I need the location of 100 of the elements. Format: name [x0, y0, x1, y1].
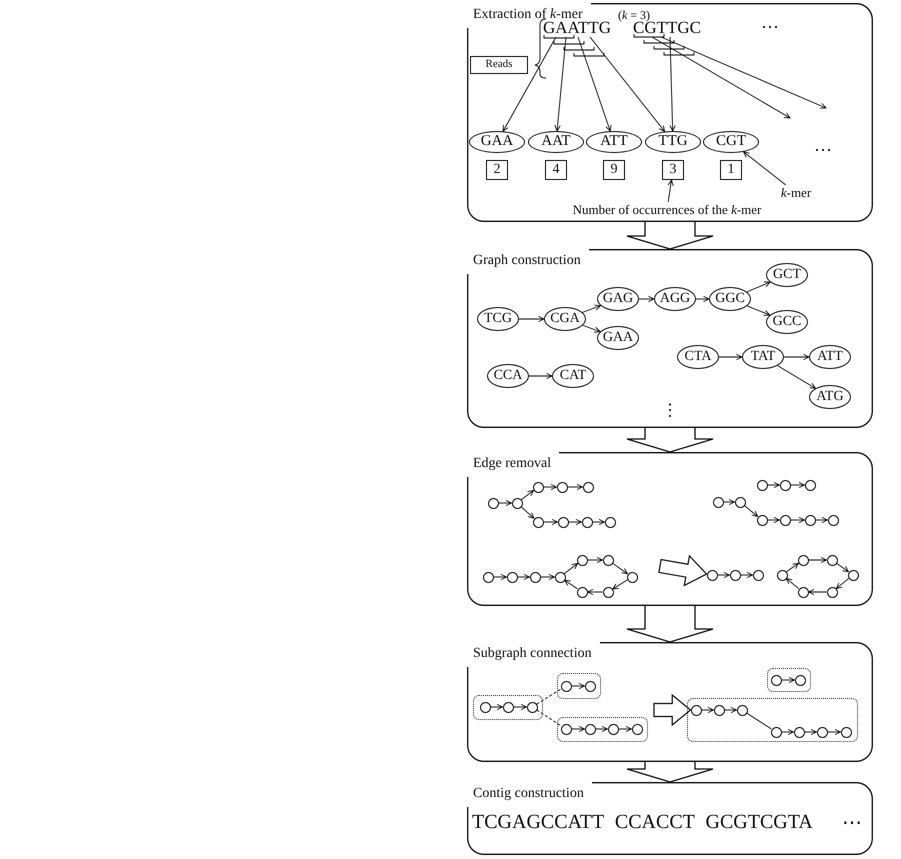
graph-node: [756, 480, 768, 490]
graph-node: [480, 702, 490, 712]
graph-node: [602, 554, 614, 566]
graph-node: [798, 554, 808, 566]
graph-node: [582, 516, 592, 528]
block-arrow: [626, 427, 714, 453]
graph-node: [794, 674, 806, 686]
kmer-node: CAT: [552, 364, 594, 388]
graph-node: [560, 680, 572, 692]
arrow: [724, 706, 737, 714]
graph-node: [804, 480, 816, 490]
kmer-node: CCA: [487, 364, 529, 388]
arrow: [701, 706, 714, 714]
step-panel: [467, 249, 873, 428]
graph-node: [584, 680, 596, 692]
arrow: [808, 588, 827, 596]
graph-node: [626, 572, 638, 582]
kmer-node: GAG: [597, 287, 639, 311]
graph-node: [756, 514, 768, 526]
arrow: [668, 180, 674, 202]
arrow: [543, 484, 557, 490]
kmer-node: CGT: [703, 131, 759, 153]
arrow: [790, 516, 805, 524]
arrow: [740, 572, 753, 578]
graph-node: [602, 586, 614, 598]
annotation-text: k-mer: [774, 185, 818, 201]
graph-node: [554, 572, 566, 582]
kmer-node: AGG: [654, 287, 696, 311]
graph-node: [526, 702, 538, 712]
block-arrow: [653, 694, 692, 726]
kmer-node: TCG: [477, 307, 519, 331]
graph-node: [794, 726, 804, 738]
graph-node: [506, 572, 518, 582]
graph-node: [798, 586, 808, 598]
graph-node: [770, 674, 782, 686]
step-panel: [467, 642, 873, 762]
ellipsis-mark: ⋯: [842, 813, 862, 833]
arrow: [490, 704, 503, 710]
count-box: 1: [720, 160, 742, 180]
arrow: [827, 728, 841, 736]
graph-node: [752, 570, 764, 580]
arrow: [502, 36, 556, 132]
arrow: [513, 704, 527, 710]
arrow: [612, 579, 628, 590]
graph-node: [826, 554, 838, 566]
kmer-node: AAT: [528, 131, 584, 153]
arrow: [790, 482, 805, 488]
graph-node: [502, 702, 514, 712]
arrow: [723, 498, 735, 506]
arrow: [587, 556, 603, 564]
reads-box: Reads: [470, 56, 528, 74]
arrow: [638, 296, 654, 302]
subgraph-box: [767, 668, 811, 692]
arrow: [520, 490, 534, 500]
graph-node: [690, 704, 702, 716]
graph-node: [736, 704, 748, 716]
kmer-node: GGC: [709, 287, 751, 311]
step-panel: [467, 452, 873, 606]
graph-node: [608, 724, 618, 734]
arrow: [784, 354, 810, 360]
step-panel: [467, 782, 873, 855]
graph-node: [826, 586, 838, 598]
arrow: [578, 36, 612, 132]
graph-node: [776, 570, 788, 580]
kmer-node: ATT: [809, 345, 851, 369]
arrow: [767, 516, 780, 524]
dashed-connector: [536, 710, 562, 726]
arrow: [571, 682, 585, 690]
kmer-node: CTA: [677, 345, 719, 369]
kmer-node: ATG: [809, 385, 851, 409]
arrow: [836, 562, 849, 572]
graph-node: [848, 570, 858, 580]
arrow: [696, 296, 710, 302]
arrow: [652, 36, 790, 118]
arrow: [564, 562, 578, 574]
arrow: [595, 726, 608, 732]
graph-node: [706, 570, 718, 580]
arrow: [786, 562, 799, 572]
arrow: [660, 36, 826, 109]
graph-node: [488, 498, 498, 508]
graph-node: [840, 726, 852, 738]
arrow: [517, 574, 530, 580]
arrow: [804, 728, 817, 736]
arrow: [618, 726, 632, 732]
graph-node: [512, 498, 522, 508]
arrow: [493, 574, 507, 580]
contig-sequence: TCGAGCCATT CCACCT GCGTCGTA: [472, 811, 813, 833]
arrow: [590, 36, 666, 132]
arrow: [568, 518, 582, 526]
arrow: [781, 728, 794, 736]
count-box: 9: [603, 160, 625, 180]
arrow: [571, 726, 585, 732]
kmer-node: GCC: [766, 310, 808, 334]
arrow: [612, 562, 628, 574]
graph-node: [804, 514, 816, 526]
arrow: [582, 324, 601, 333]
arrow: [781, 676, 795, 684]
graph-node: [482, 572, 494, 582]
connector-line: [746, 712, 772, 730]
graph-node: [558, 516, 568, 528]
